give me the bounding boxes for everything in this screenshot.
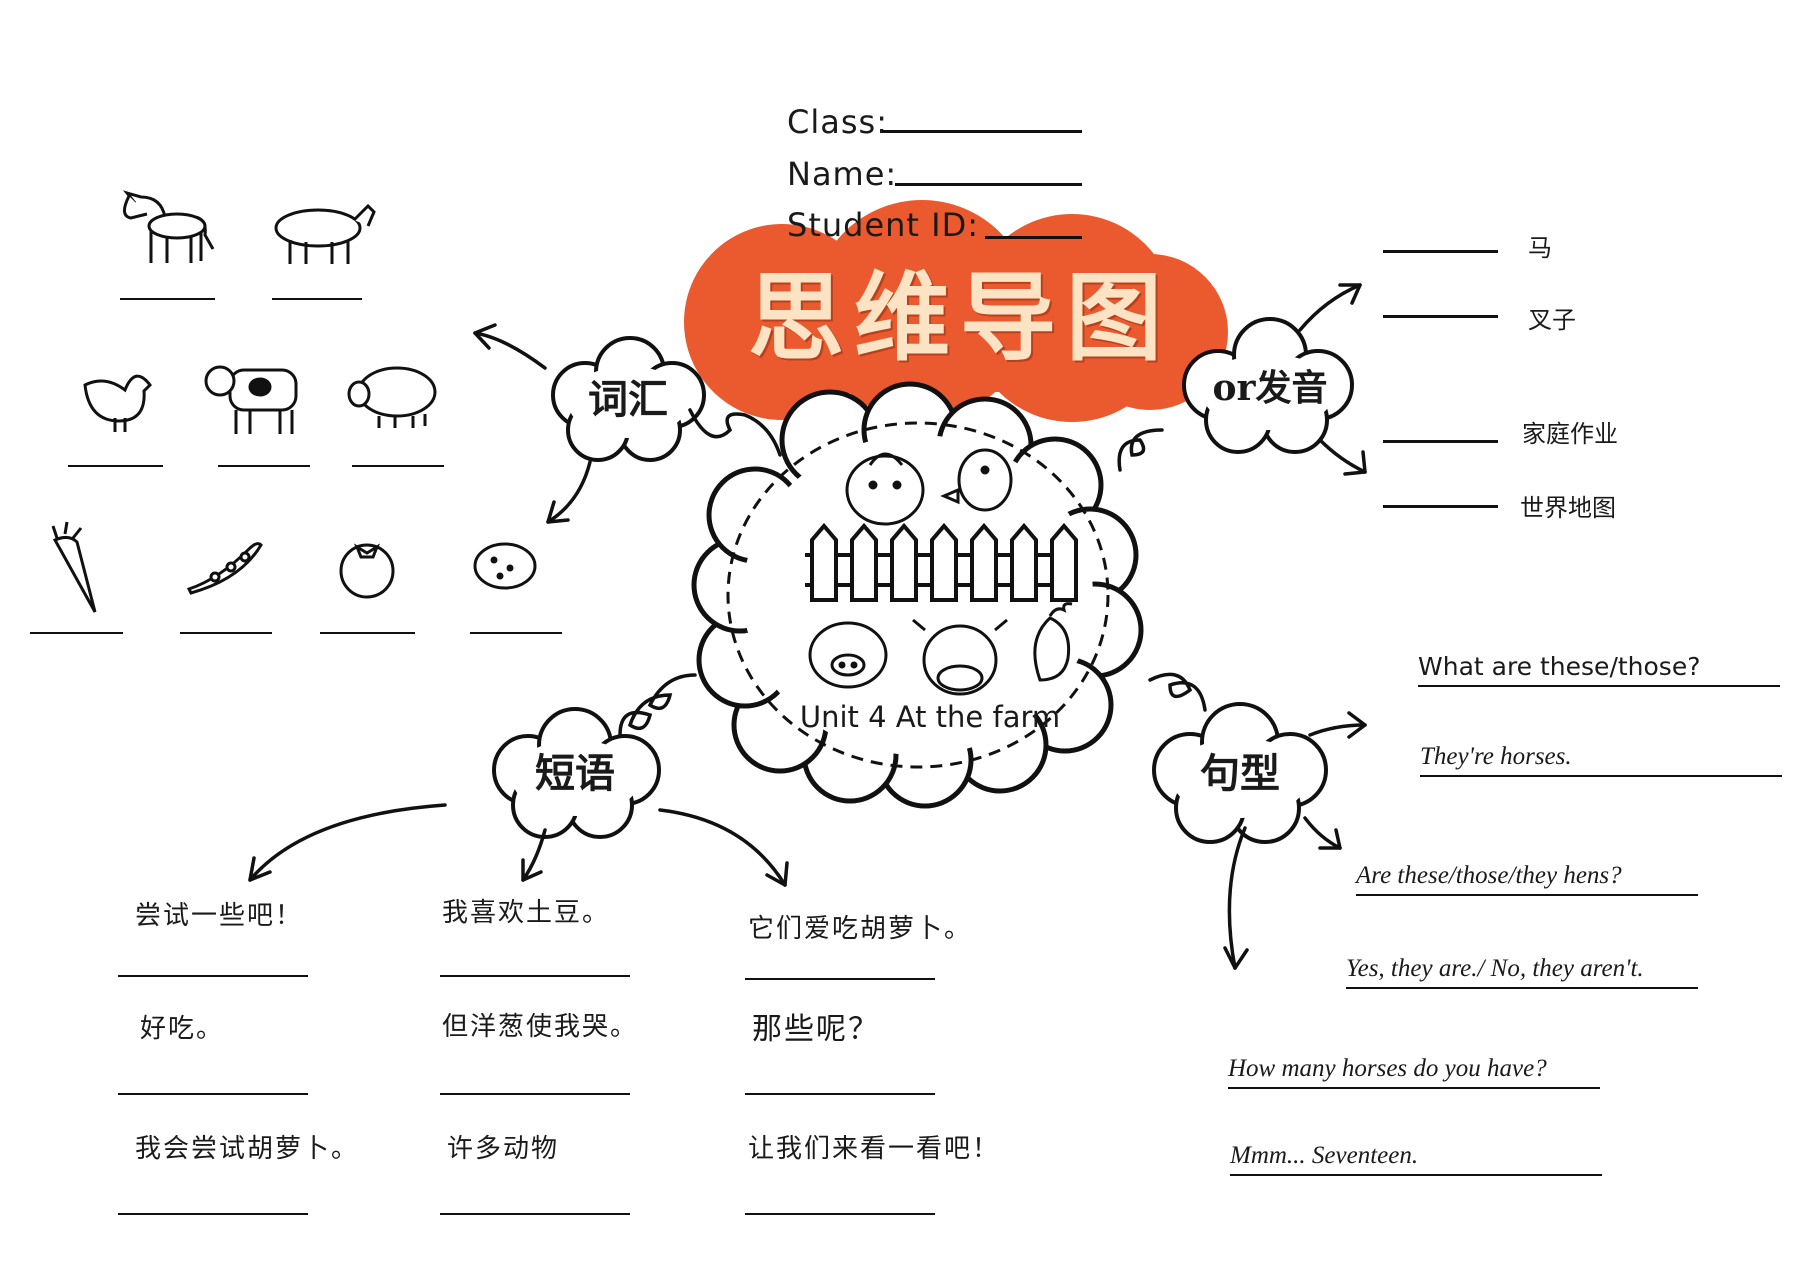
green-bean-icon [186, 542, 263, 595]
phrase-blank-3-1[interactable] [745, 978, 935, 980]
cow-icon [204, 365, 298, 434]
phrase-blank-2-3[interactable] [440, 1213, 630, 1215]
vocab-blank-hen[interactable] [68, 465, 163, 467]
sheep-icon [347, 366, 437, 428]
vocab-blank-goat[interactable] [272, 298, 362, 300]
hen-icon [83, 374, 152, 432]
sentence-1: What are these/those? [1418, 652, 1780, 687]
vocab-blank-potato[interactable] [470, 632, 562, 634]
phrase-3-3: 让我们来看一看吧！ [748, 1134, 1001, 1164]
sentence-5: How many horses do you have? [1228, 1055, 1600, 1089]
goat-icon [274, 203, 376, 264]
horse-icon [122, 190, 215, 263]
phrase-3-1: 它们爱吃胡萝卜。 [748, 914, 973, 944]
branch-sentences-label: 句型 [1200, 750, 1280, 797]
phonics-word-3: 家庭作业 [1522, 420, 1618, 448]
phonics-word-1: 马 [1528, 234, 1552, 262]
phrase-blank-1-3[interactable] [118, 1213, 308, 1215]
sentence-3: Are these/those/they hens? [1356, 862, 1698, 896]
phrase-blank-1-2[interactable] [118, 1093, 308, 1095]
class-label: Class: [787, 103, 888, 141]
phrase-2-3: 许多动物 [447, 1134, 560, 1164]
phonics-blank-1[interactable] [1383, 250, 1498, 253]
vocab-cloud [551, 336, 706, 462]
phrase-1-3: 我会尝试胡萝卜。 [135, 1134, 360, 1164]
potato-icon [473, 542, 537, 590]
branch-vocab-label: 词汇 [588, 376, 668, 423]
carrot-icon [51, 521, 97, 613]
class-field[interactable] [882, 130, 1082, 133]
center-animals [808, 448, 1073, 696]
phrase-blank-1-1[interactable] [118, 975, 308, 977]
sentence-6: Mmm... Seventeen. [1230, 1142, 1602, 1176]
name-field[interactable] [895, 183, 1082, 186]
title-bubble [684, 200, 1228, 422]
page-title: 思维导图 [748, 261, 1172, 374]
phonics-blank-4[interactable] [1383, 505, 1498, 508]
phrase-3-2: 那些呢？ [752, 1012, 880, 1047]
phrase-blank-3-3[interactable] [745, 1213, 935, 1215]
branch-phrases-label: 短语 [535, 750, 615, 797]
vocab-blank-carrot[interactable] [30, 632, 123, 634]
branch-phonics-label: or发音 [1212, 367, 1328, 409]
tomato-icon [339, 543, 395, 599]
phrase-blank-2-2[interactable] [440, 1093, 630, 1095]
phrase-2-1: 我喜欢土豆。 [442, 898, 611, 928]
student-id-label: Student ID: [787, 206, 979, 244]
sentences-cloud [1152, 702, 1328, 844]
phrase-2-2: 但洋葱使我哭。 [442, 1012, 639, 1042]
vocab-blank-tomato[interactable] [320, 632, 415, 634]
fence-icon [805, 522, 1078, 602]
phrase-1-2: 好吃。 [140, 1014, 225, 1044]
sentence-4: Yes, they are./ No, they aren't. [1346, 955, 1698, 989]
phonics-blank-2[interactable] [1383, 315, 1498, 318]
phonics-word-2: 叉子 [1528, 306, 1576, 334]
phrases-cloud [492, 707, 661, 839]
phrase-1-1: 尝试一些吧！ [135, 901, 304, 931]
vocab-blank-green-bean[interactable] [180, 632, 272, 634]
name-label: Name: [787, 155, 898, 193]
unit-title: Unit 4 At the farm [799, 700, 1061, 734]
phonics-blank-3[interactable] [1383, 440, 1498, 443]
student-id-field[interactable] [985, 236, 1082, 239]
phrase-blank-2-1[interactable] [440, 975, 630, 977]
phonics-cloud [1182, 317, 1354, 454]
sentence-2: They're horses. [1420, 743, 1782, 777]
phonics-word-4: 世界地图 [1520, 494, 1616, 522]
vocab-blank-cow[interactable] [218, 465, 310, 467]
vocab-blank-sheep[interactable] [352, 465, 444, 467]
vocab-blank-horse[interactable] [120, 298, 215, 300]
phrase-blank-3-2[interactable] [745, 1093, 935, 1095]
